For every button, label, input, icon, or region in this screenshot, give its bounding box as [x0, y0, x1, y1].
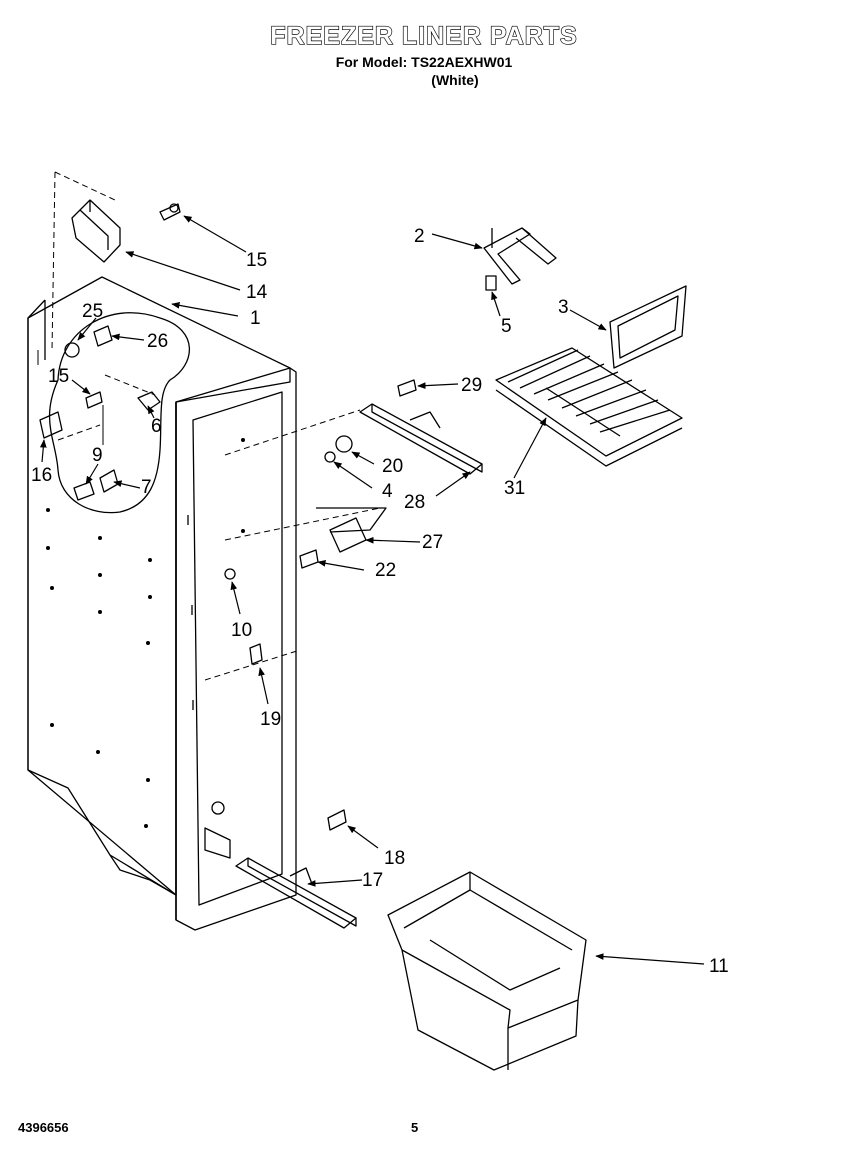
part-6-clip [137, 391, 161, 411]
label-29: 29 [461, 375, 482, 396]
label-15-mid: 15 [48, 366, 69, 387]
label-17: 17 [362, 870, 383, 891]
label-5: 5 [501, 316, 512, 337]
part-28-rail [359, 403, 483, 475]
part-number-labels: 15 14 1 25 26 15 16 6 9 7 2 5 3 29 20 4 … [31, 226, 729, 977]
label-14: 14 [246, 282, 268, 303]
freezer-liner-cabinet [27, 276, 297, 931]
part-14-bracket [71, 199, 121, 263]
part-15-screw-mid [85, 391, 103, 409]
label-3: 3 [558, 297, 569, 318]
label-7: 7 [141, 477, 152, 498]
light-assembly-detail-outline [48, 312, 190, 514]
part-29-screw [397, 379, 417, 397]
label-18: 18 [384, 848, 405, 869]
label-26: 26 [147, 331, 168, 352]
model-line: For Model: TS22AEXHW01 [335, 54, 513, 70]
label-31: 31 [504, 478, 525, 499]
part-18-screw [327, 809, 347, 831]
part-27-hinge [316, 507, 387, 553]
label-28: 28 [404, 492, 425, 513]
part-11-bin [387, 871, 587, 1071]
label-9: 9 [92, 445, 103, 466]
part-15-screw-top [159, 203, 181, 221]
part-16-switch [39, 411, 63, 439]
part-17-rail [235, 857, 357, 929]
label-15-top: 15 [246, 250, 267, 271]
part-4-washer [324, 451, 336, 463]
part-25-bulb [64, 342, 80, 358]
label-16: 16 [31, 465, 52, 486]
label-22: 22 [375, 560, 396, 581]
part-31-wire-shelf [495, 347, 683, 467]
part-5-screw [485, 275, 497, 291]
part-20-roller [335, 435, 353, 453]
label-27: 27 [422, 532, 443, 553]
part-19-clip [249, 643, 263, 665]
label-1: 1 [250, 308, 261, 329]
part-3-panel [609, 285, 687, 369]
part-7-damper [99, 469, 119, 493]
label-10: 10 [231, 620, 252, 641]
part-26-socket [93, 325, 113, 347]
part-22-screw [299, 549, 319, 569]
label-11: 11 [709, 956, 729, 977]
label-20: 20 [382, 456, 403, 477]
page-number: 5 [411, 1120, 419, 1135]
page-title: FREEZER LINER PARTS [270, 21, 578, 50]
label-4: 4 [382, 481, 393, 502]
label-6: 6 [151, 416, 162, 437]
color-note: (White) [431, 72, 479, 88]
label-2: 2 [414, 226, 425, 247]
part-2-bracket [483, 227, 557, 285]
part-9-knob [73, 481, 95, 501]
document-number: 4396656 [18, 1120, 69, 1135]
label-19: 19 [260, 709, 281, 730]
label-25: 25 [82, 301, 103, 322]
part-10-plug [224, 568, 236, 580]
